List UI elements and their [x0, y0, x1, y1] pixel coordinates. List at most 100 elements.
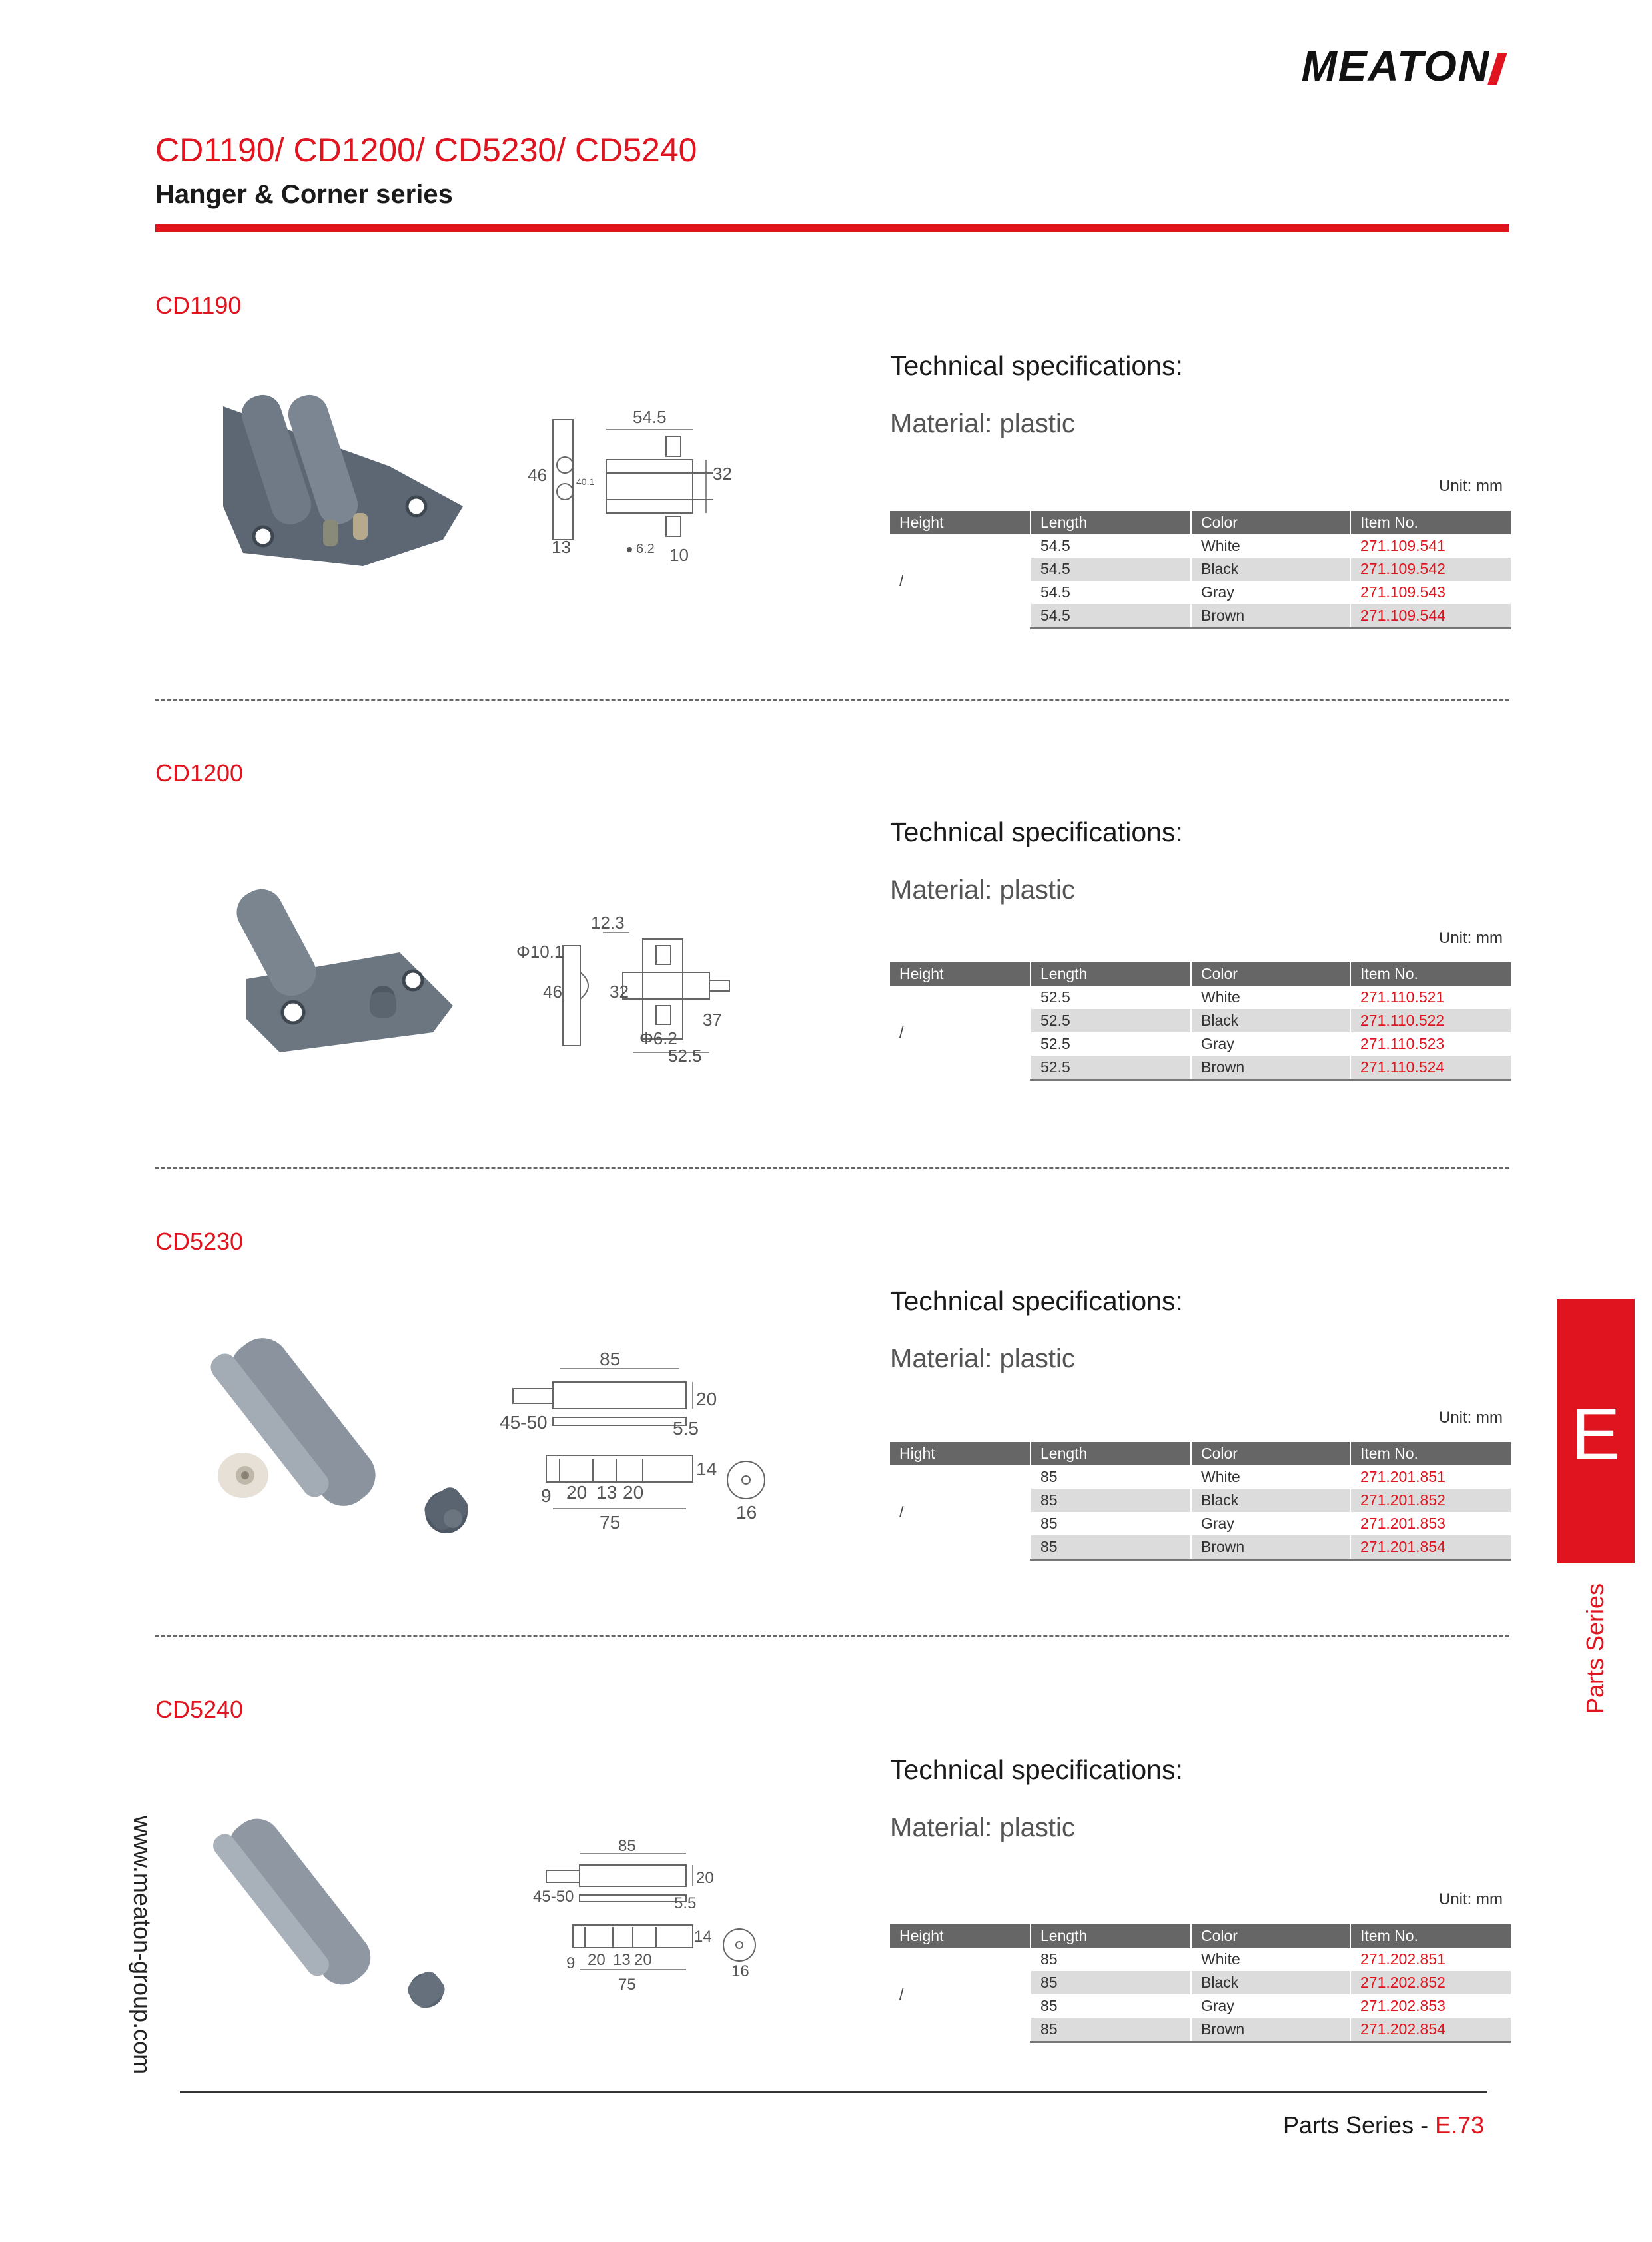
col-header: Hight	[890, 1442, 1031, 1465]
material-label: Material: plastic	[890, 875, 1075, 905]
col-header: Item No.	[1350, 962, 1511, 986]
table-header: Height Length Color Item No.	[890, 962, 1511, 986]
item-number-cell: 271.109.544	[1350, 604, 1511, 629]
dim-label: 75	[618, 1976, 636, 1994]
unit-label: Unit: mm	[1439, 1890, 1503, 1908]
brand-logo: MEATON	[1302, 41, 1507, 91]
item-number-cell: 271.201.853	[1350, 1512, 1511, 1535]
dim-label: 13	[613, 1951, 631, 1969]
title-rule	[155, 224, 1509, 232]
spec-title: Technical specifications:	[890, 1754, 1183, 1785]
height-cell: /	[890, 1948, 1031, 2042]
item-number-cell: 271.201.852	[1350, 1489, 1511, 1512]
dim-label: 6.2	[636, 542, 655, 556]
height-cell: /	[890, 986, 1031, 1080]
table-header: Height Length Color Item No.	[890, 1924, 1511, 1948]
height-cell: /	[890, 1465, 1031, 1560]
section-code: CD1190	[155, 292, 242, 319]
col-header: Height	[890, 511, 1031, 534]
table-row: / 85 White 271.201.851	[890, 1465, 1511, 1560]
color-cell: Gray	[1190, 581, 1350, 604]
section-divider	[155, 1167, 1509, 1169]
section-code: CD5230	[155, 1228, 244, 1255]
length-cell: 85	[1030, 1535, 1191, 1561]
col-header: Length	[1030, 1924, 1191, 1948]
dim-label: 20	[696, 1869, 714, 1887]
logo-mark-icon	[1487, 53, 1507, 85]
length-cell: 85	[1030, 1971, 1191, 1994]
dim-label: 14	[696, 1459, 717, 1479]
dim-label: 54.5	[633, 407, 667, 427]
item-number-cell: 271.201.854	[1350, 1535, 1511, 1561]
unit-label: Unit: mm	[1439, 477, 1503, 495]
spec-title: Technical specifications:	[890, 1286, 1183, 1316]
item-number-cell: 271.110.524	[1350, 1056, 1511, 1081]
spec-title: Technical specifications:	[890, 817, 1183, 847]
dim-label: Φ10.1	[516, 942, 564, 962]
website-url: www.meaton-group.com	[129, 1815, 156, 2075]
page-number: 73	[1457, 2111, 1485, 2139]
item-number-cell: 271.202.854	[1350, 2018, 1511, 2043]
page-footer: Parts Series - E.73	[1283, 2111, 1484, 2139]
side-tab	[1557, 1299, 1635, 1563]
col-header: Color	[1190, 511, 1350, 534]
unit-label: Unit: mm	[1439, 1409, 1503, 1427]
section-code: CD5240	[155, 1696, 244, 1723]
dim-label: 9	[566, 1954, 575, 1972]
length-cell: 52.5	[1030, 1009, 1191, 1032]
dim-label: 85	[618, 1837, 636, 1855]
color-cell: Brown	[1190, 1056, 1350, 1081]
table-row: 54.5 Gray 271.109.543	[890, 581, 1511, 604]
dim-label: 46	[528, 465, 547, 485]
length-cell: 85	[1030, 1994, 1191, 2018]
col-header: Item No.	[1350, 511, 1511, 534]
drawing-cd1200: 12.3 Φ10.1 46 32 37 Φ6.2 52.5	[516, 913, 730, 1066]
dim-label: 20	[696, 1389, 717, 1409]
table-row: / 54.5 White 271.109.541	[890, 534, 1511, 629]
length-cell: 85	[1030, 1465, 1191, 1489]
dim-label: 16	[731, 1962, 749, 1980]
table-row: 52.5 Brown 271.110.524	[890, 1056, 1511, 1081]
dim-label: 20	[588, 1951, 606, 1969]
section-divider	[155, 699, 1509, 701]
spec-title: Technical specifications:	[890, 350, 1183, 381]
col-header: Length	[1030, 962, 1191, 986]
dim-label: 20	[623, 1482, 643, 1503]
item-number-cell: 271.109.542	[1350, 558, 1511, 581]
item-number-cell: 271.109.541	[1350, 534, 1511, 558]
drawing-cd5240: 85 20 45-50 5.5 14 9 20 13 20 75 16	[533, 1837, 756, 1994]
spec-table-cd5240: Height Length Color Item No. / 85 White …	[890, 1924, 1511, 2043]
table-row: / 85 White 271.202.851	[890, 1948, 1511, 2042]
dim-label: 12.3	[591, 913, 625, 933]
table-row: 85 Gray 271.201.853	[890, 1512, 1511, 1535]
dim-label: 85	[600, 1349, 620, 1369]
length-cell: 85	[1030, 1512, 1191, 1535]
footer-rule	[180, 2091, 1487, 2093]
color-cell: White	[1190, 1465, 1350, 1489]
item-number-cell: 271.109.543	[1350, 581, 1511, 604]
color-cell: Black	[1190, 1489, 1350, 1512]
spec-table-cd1200: Height Length Color Item No. / 52.5 Whit…	[890, 962, 1511, 1081]
footer-letter: E.	[1435, 2111, 1458, 2139]
product-photo-cd1200	[236, 889, 453, 1052]
color-cell: White	[1190, 534, 1350, 558]
item-number-cell: 271.201.851	[1350, 1465, 1511, 1489]
dim-label: 45-50	[500, 1412, 548, 1433]
footer-prefix: Parts Series -	[1283, 2111, 1436, 2139]
section-divider	[155, 1635, 1509, 1637]
color-cell: Brown	[1190, 2018, 1350, 2043]
color-cell: Brown	[1190, 604, 1350, 629]
dim-label: 5.5	[674, 1894, 696, 1912]
length-cell: 52.5	[1030, 986, 1191, 1009]
col-header: Item No.	[1350, 1924, 1511, 1948]
color-cell: Gray	[1190, 1512, 1350, 1535]
drawing-cd5230: 85 20 45-50 5.5 14 9 20 13 20 75 16	[500, 1349, 765, 1533]
table-header: Height Length Color Item No.	[890, 511, 1511, 534]
item-number-cell: 271.110.521	[1350, 986, 1511, 1009]
col-header: Height	[890, 962, 1031, 986]
col-header: Color	[1190, 962, 1350, 986]
color-cell: Brown	[1190, 1535, 1350, 1561]
length-cell: 52.5	[1030, 1056, 1191, 1081]
col-header: Item No.	[1350, 1442, 1511, 1465]
dim-label: 46	[543, 982, 562, 1002]
